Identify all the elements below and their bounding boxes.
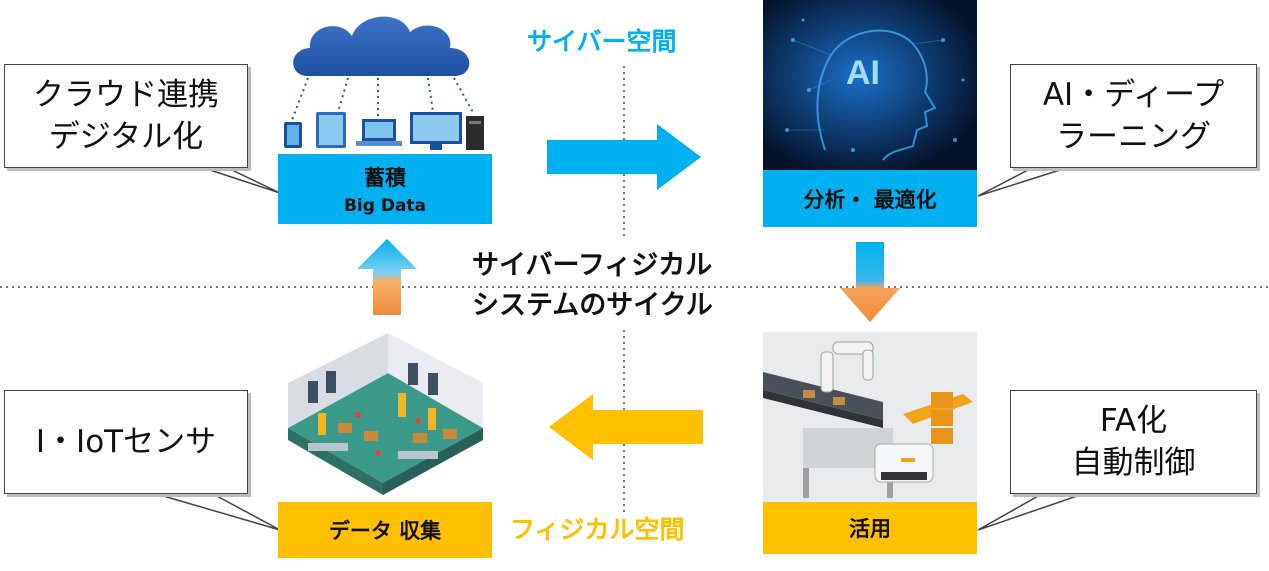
accumulate-subtitle: Big Data xyxy=(343,196,427,216)
arrow-down-gradient xyxy=(840,242,900,322)
utilize-title: 活用 xyxy=(849,517,891,541)
callout-ai-line2: ラーニング xyxy=(1056,119,1211,155)
ai-text: AI xyxy=(846,54,880,92)
callout-iot-line1: I・IoTセンサ xyxy=(35,424,217,460)
physical-space-label: フィジカル空間 xyxy=(510,515,685,544)
collect-title: データ 収集 xyxy=(328,519,442,543)
callout-ai: AI・ディープ ラーニング xyxy=(1010,64,1257,168)
callout-ai-line1: AI・ディープ xyxy=(1042,77,1225,113)
callout-fa-line1: FA化 xyxy=(1099,403,1168,439)
ai-head-image: AI xyxy=(763,0,977,170)
robot-image xyxy=(763,332,977,502)
ai-head-icon: AI xyxy=(763,0,977,170)
callout-iot: I・IoTセンサ xyxy=(4,390,248,494)
callout-cloud-line1: クラウド連携 xyxy=(33,77,219,113)
callout-cloud-line2: デジタル化 xyxy=(48,119,204,155)
cyber-space-label: サイバー空間 xyxy=(527,27,677,56)
callout-fa: FA化 自動制御 xyxy=(1010,390,1257,494)
robot-arm-icon xyxy=(763,332,977,502)
analyze-box: 分析・ 最適化 xyxy=(763,170,977,227)
cycle-title: サイバーフィジカル システムのサイクル xyxy=(472,246,713,326)
callout-fa-line2: 自動制御 xyxy=(1071,445,1196,481)
arrow-right-cyan xyxy=(547,124,701,190)
analyze-title: 分析・ 最適化 xyxy=(803,187,937,212)
arrow-left-yellow xyxy=(549,394,703,460)
accumulate-title: 蓄積 xyxy=(364,166,406,190)
factory-isometric-icon xyxy=(288,333,483,495)
cloud-devices-icon xyxy=(284,16,484,150)
cycle-title-line1: サイバーフィジカル xyxy=(472,250,713,281)
accumulate-box: 蓄積 Big Data xyxy=(278,154,492,224)
arrow-up-gradient xyxy=(357,239,417,315)
collect-box: データ 収集 xyxy=(278,502,492,558)
callout-cloud: クラウド連携 デジタル化 xyxy=(4,64,248,168)
utilize-box: 活用 xyxy=(763,502,977,554)
cycle-title-line2: システムのサイクル xyxy=(472,290,713,321)
